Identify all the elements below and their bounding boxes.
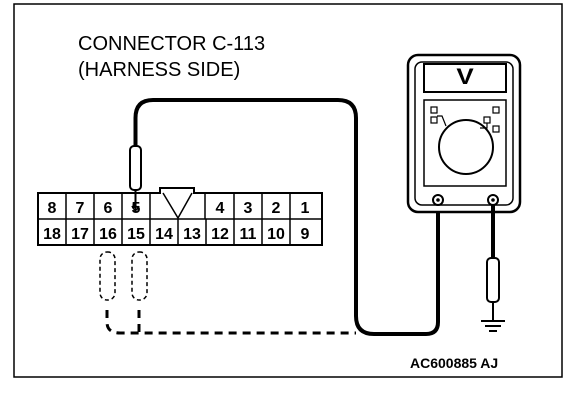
- test-lead-wire: [133, 98, 440, 336]
- pin-18-label: 18: [43, 226, 61, 243]
- pin-7-label: 7: [76, 200, 85, 217]
- probe-icon: [129, 145, 142, 212]
- harness-wire-pin15: [131, 251, 148, 301]
- connector-subtitle: (HARNESS SIDE): [78, 59, 240, 81]
- connector-key-notch: [162, 192, 193, 220]
- harness-wire-run: [105, 310, 356, 335]
- connector-body: [37, 187, 323, 246]
- connector-c113: 8 7 6 5 4 3 2 1 18 17 16 15 14 13 12 11 …: [37, 187, 323, 246]
- pin-11-label: 11: [240, 226, 257, 243]
- figure-code: AC600885 AJ: [410, 355, 498, 371]
- pin-12-label: 12: [211, 226, 229, 243]
- pin-15-label: 15: [127, 226, 145, 243]
- pin-9-label: 9: [301, 226, 310, 243]
- pin-1-label: 1: [301, 200, 310, 217]
- pin-2-label: 2: [272, 200, 281, 217]
- connector-title: CONNECTOR C-113: [78, 33, 265, 55]
- pin-4-label: 4: [216, 200, 225, 217]
- pin-6-label: 6: [104, 200, 113, 217]
- meter-bezel: [414, 61, 514, 206]
- pin-3-label: 3: [244, 200, 253, 217]
- pin-17-label: 17: [71, 226, 89, 243]
- ground-symbol-icon: [481, 320, 505, 332]
- harness-wire-pin16: [99, 251, 116, 301]
- meter-display: [423, 63, 507, 93]
- multimeter-icon: V: [406, 53, 522, 214]
- pin-10-label: 10: [267, 226, 285, 243]
- harness-wires: [99, 251, 356, 335]
- diagram-frame: [13, 3, 563, 378]
- pin-13-label: 13: [183, 226, 201, 243]
- ground-probe-icon: [486, 257, 500, 320]
- pin-8-label: 8: [48, 200, 57, 217]
- meter-mode-symbol: V: [456, 65, 473, 90]
- meter-rotary-dial: [438, 119, 494, 175]
- pin-14-label: 14: [155, 226, 173, 243]
- pin-16-label: 16: [99, 226, 117, 243]
